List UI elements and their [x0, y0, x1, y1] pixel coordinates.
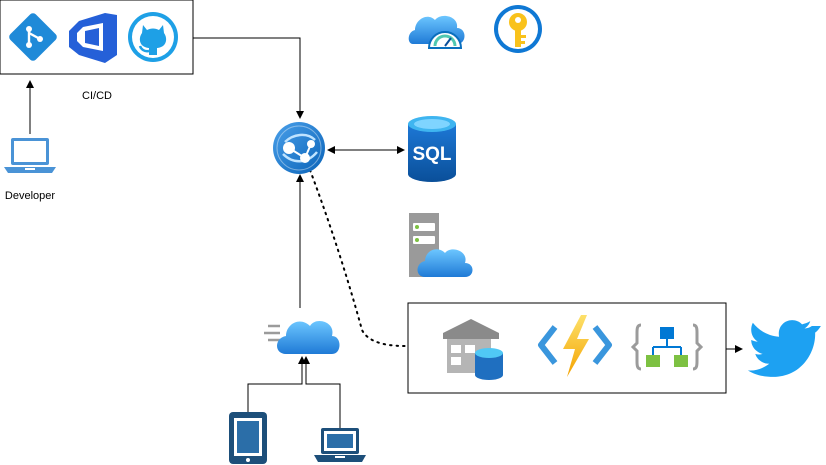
app-service-icon: [273, 122, 325, 174]
developer-laptop-icon: [4, 138, 56, 173]
azure-functions-icon: [538, 315, 612, 377]
data-warehouse-icon: [443, 319, 503, 380]
svg-text:SQL: SQL: [412, 144, 451, 165]
tablet-to-cdn-connector: [247, 356, 306, 412]
cicd-to-app-connector: [193, 37, 304, 119]
cicd-label: CI/CD: [82, 90, 112, 102]
laptop-to-cdn-connector: [302, 356, 341, 428]
git-icon: [9, 13, 57, 61]
processing-group: [407, 302, 727, 394]
cloud-server-icon: [409, 213, 473, 277]
azure-monitor-icon: [408, 15, 465, 49]
cicd-group: [0, 0, 194, 75]
sql-database-icon: SQL: [408, 116, 456, 182]
twitter-icon: [747, 320, 821, 377]
laptop-icon: [314, 428, 366, 462]
developer-label: Developer: [5, 190, 55, 202]
key-vault-icon: [494, 5, 542, 53]
connectors: [26, 37, 743, 428]
logic-apps-icon: [630, 323, 704, 371]
azure-devops-icon: [69, 13, 117, 63]
cdn-icon: [264, 321, 340, 354]
app-to-processing-dotted-connector: [309, 169, 406, 347]
tablet-icon: [229, 412, 267, 464]
github-icon: [128, 12, 178, 62]
